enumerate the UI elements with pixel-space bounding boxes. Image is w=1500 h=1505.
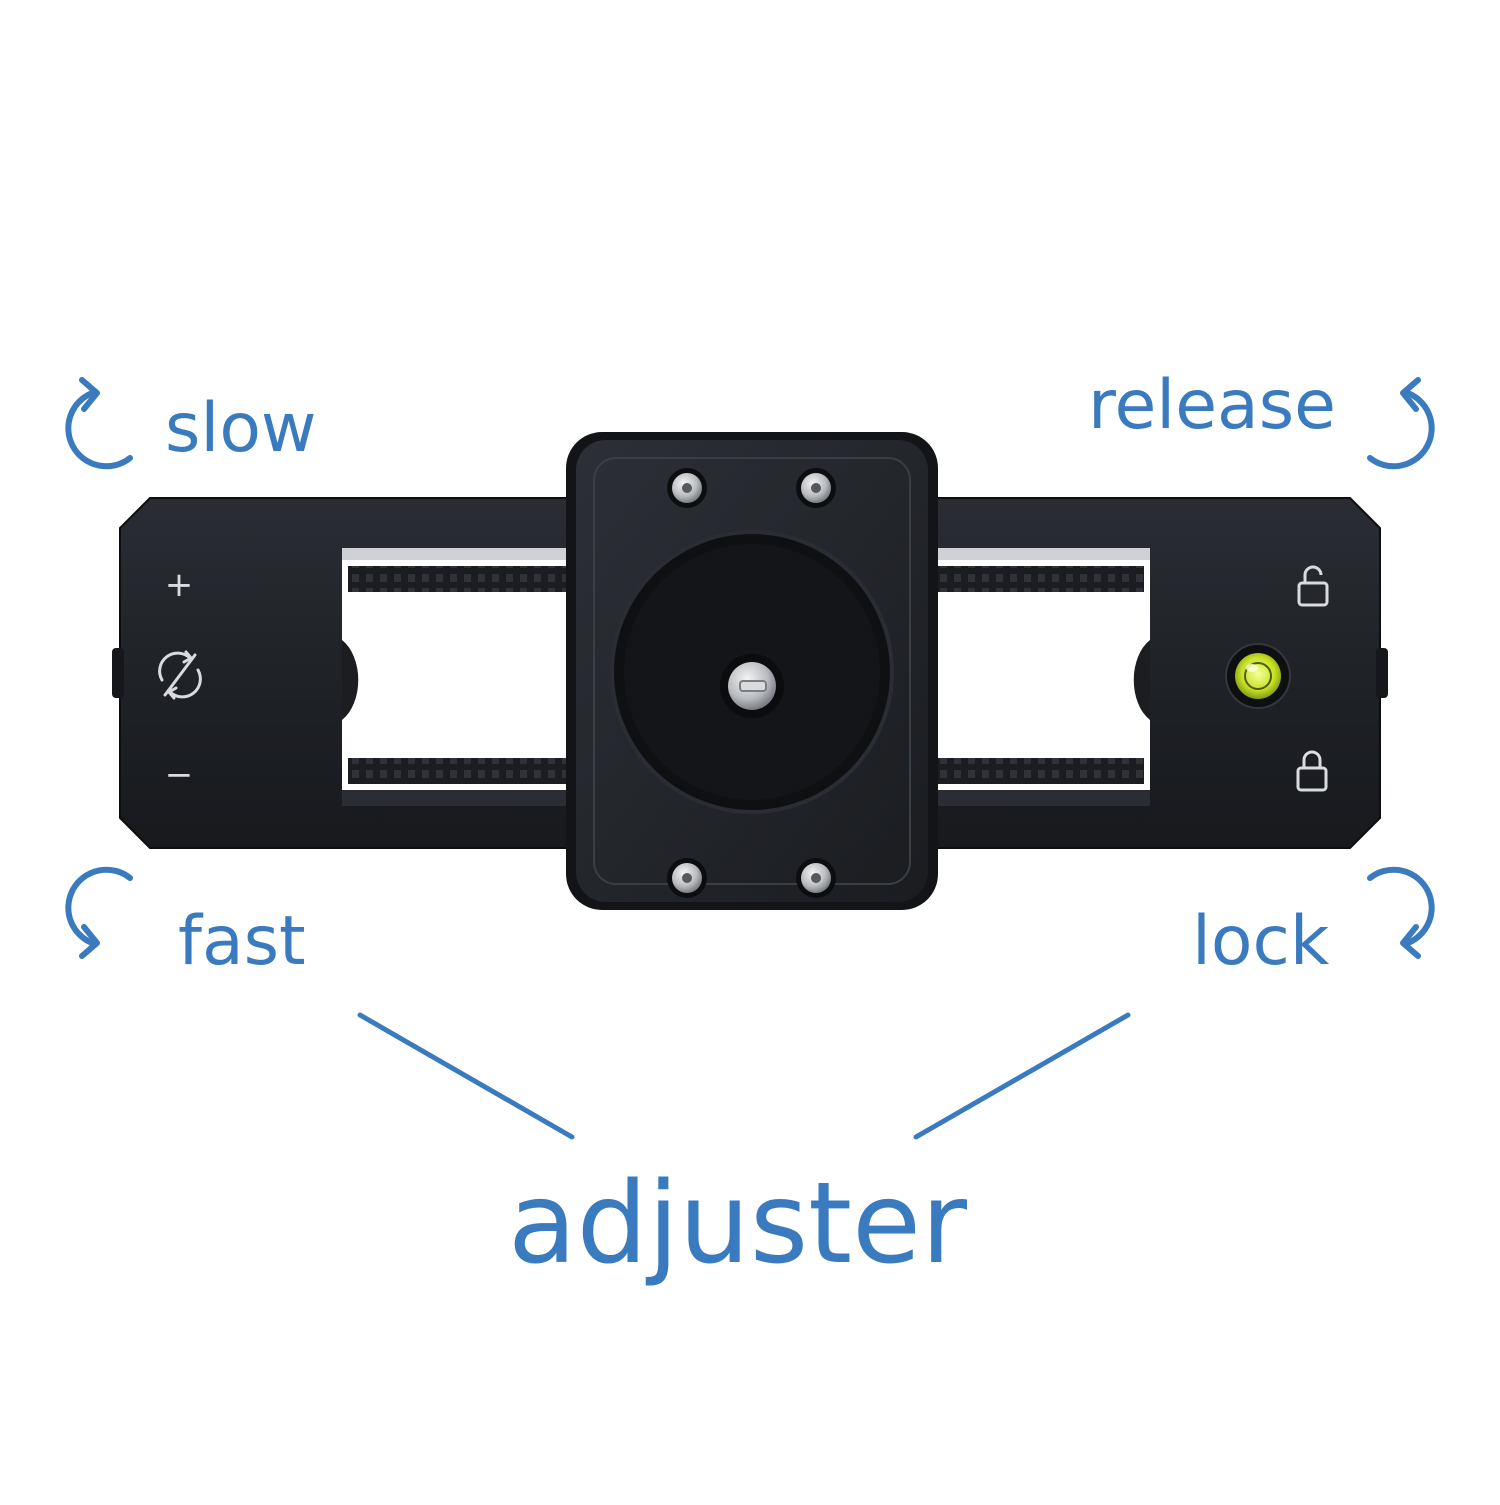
fast-label: fast — [178, 902, 306, 981]
carriage-screw — [667, 858, 707, 898]
clockwise-arrow-icon — [1367, 866, 1435, 959]
pointer-line-left — [357, 1012, 575, 1140]
carriage-screw — [667, 468, 707, 508]
adjuster-label: adjuster — [508, 1159, 968, 1289]
slow-label: slow — [165, 389, 317, 468]
slider-slot-left — [342, 548, 582, 806]
mounting-screw — [720, 654, 784, 718]
release-label: release — [1088, 366, 1336, 445]
slider-slot-right — [918, 548, 1150, 806]
lock-label: lock — [1192, 902, 1330, 981]
plus-marking: + — [165, 565, 194, 605]
counterclockwise-arrow-icon — [1367, 377, 1435, 470]
unlocked-padlock-icon — [1297, 565, 1329, 607]
bubble-level-icon — [1225, 643, 1291, 709]
carriage-screw — [796, 468, 836, 508]
pointer-line-right — [913, 1012, 1131, 1140]
clockwise-arrow-icon — [65, 377, 133, 470]
counterclockwise-arrow-icon — [65, 866, 133, 959]
minus-marking: − — [165, 755, 194, 795]
carriage-screw — [796, 858, 836, 898]
locked-padlock-icon — [1296, 750, 1328, 792]
rotate-cycle-icon — [158, 650, 202, 700]
